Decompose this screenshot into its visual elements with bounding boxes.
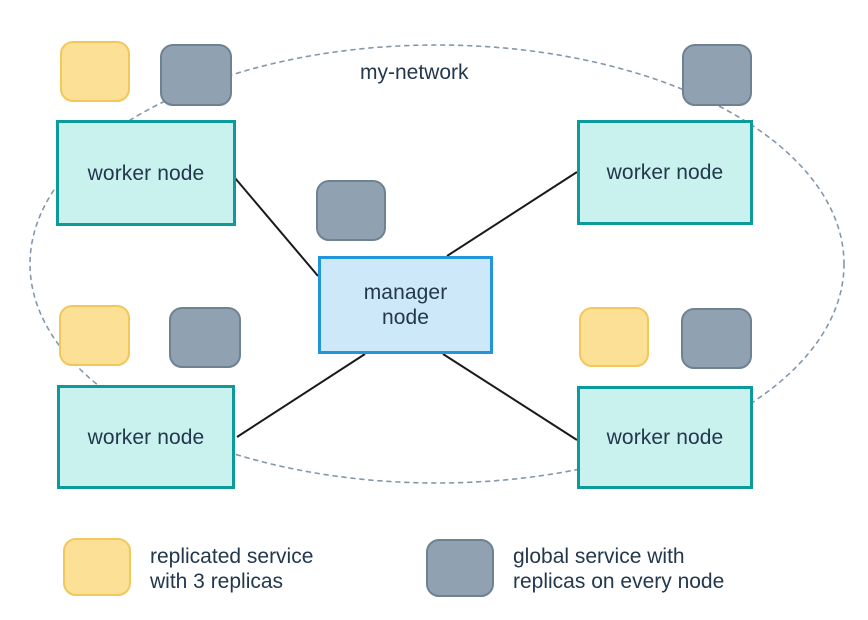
service-global-top-right[interactable] bbox=[682, 44, 752, 106]
service-global-center[interactable] bbox=[316, 180, 386, 241]
connector-manager-to-worker-bottom-left bbox=[236, 353, 366, 438]
connector-manager-to-worker-bottom-right bbox=[442, 353, 578, 441]
node-worker-bottom-left[interactable]: worker node bbox=[57, 385, 235, 489]
service-replicated-top-left[interactable] bbox=[60, 41, 130, 102]
legend-replicated-swatch bbox=[63, 538, 131, 596]
service-global-bottom-right[interactable] bbox=[681, 308, 752, 369]
node-manager[interactable]: manager node bbox=[318, 256, 493, 354]
connector-manager-to-worker-top-left bbox=[234, 177, 319, 277]
legend-global-label: global service with replicas on every no… bbox=[513, 545, 725, 593]
connector-manager-to-worker-top-right bbox=[446, 171, 578, 257]
node-label: worker node bbox=[87, 161, 205, 185]
node-label: worker node bbox=[606, 161, 724, 184]
legend-global-swatch bbox=[426, 539, 494, 597]
node-worker-top-left[interactable]: worker node bbox=[56, 120, 236, 226]
service-global-top-left[interactable] bbox=[160, 44, 232, 106]
node-worker-top-right[interactable]: worker node bbox=[577, 120, 753, 225]
node-worker-bottom-right[interactable]: worker node bbox=[577, 386, 753, 489]
service-global-bottom-left[interactable] bbox=[169, 307, 241, 368]
legend-replicated-label: replicated service with 3 replicas bbox=[150, 545, 314, 593]
network-label: my-network bbox=[360, 61, 469, 84]
node-label: manager node bbox=[363, 281, 448, 329]
node-label: worker node bbox=[87, 425, 205, 449]
service-replicated-bottom-left[interactable] bbox=[59, 305, 130, 366]
node-label: worker node bbox=[606, 426, 724, 449]
service-replicated-bottom-right[interactable] bbox=[579, 307, 649, 367]
